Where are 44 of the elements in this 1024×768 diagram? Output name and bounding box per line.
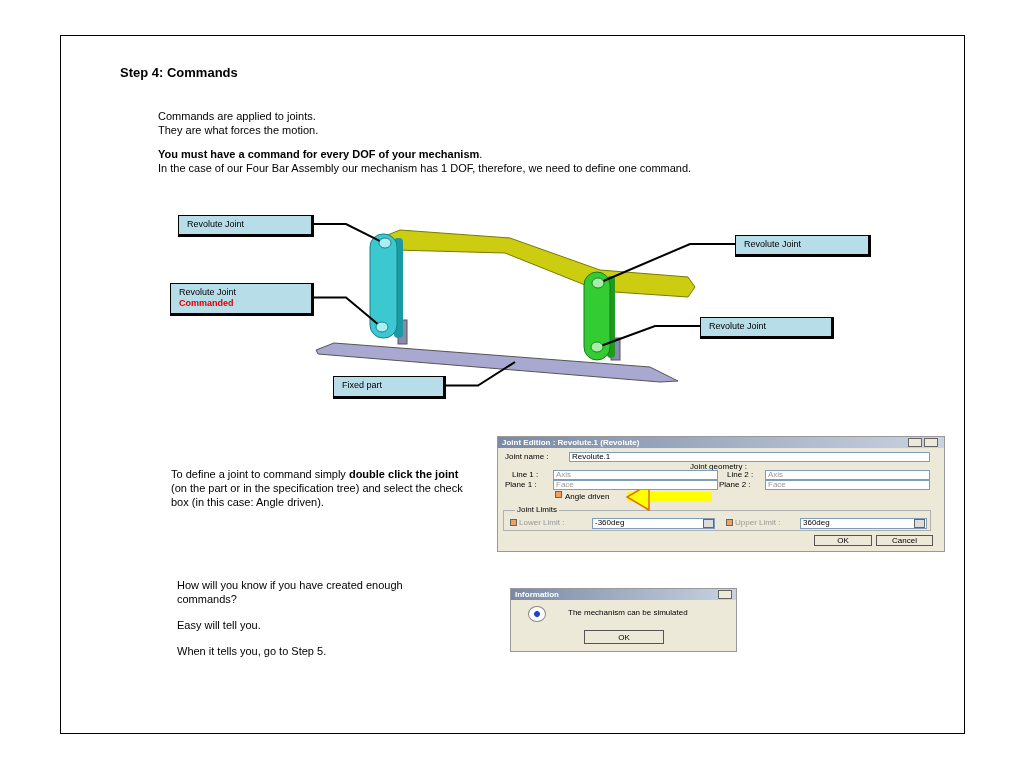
ok-button: OK (814, 535, 872, 546)
field-label: Plane 1 : (505, 480, 538, 490)
page-title: Step 4: Commands (120, 65, 239, 81)
pin-hole (591, 277, 605, 289)
cancel-button: Cancel (876, 535, 933, 546)
ok-button: OK (584, 630, 664, 644)
body-text: How will you know if you have created enough commands? (177, 578, 404, 606)
input-field: Revolute.1 (569, 452, 930, 462)
input-field: Axis (553, 470, 718, 480)
body-text: In the case of our Four Bar Assembly our mechanism has 1 DOF, therefore, we need to define one command. (158, 161, 693, 175)
body-text: Easy will tell you. (177, 618, 262, 632)
field-label: Plane 2 : (719, 480, 752, 490)
callout-box: Revolute Joint (700, 317, 834, 339)
input-field: Face (553, 480, 718, 490)
body-text: When it tells you, go to Step 5. (177, 644, 328, 658)
window-title: Joint Edition : Revolute.1 (Revolute) (502, 438, 640, 448)
input-field: Face (765, 480, 930, 490)
body-text: They are what forces the motion. (158, 123, 320, 137)
pin-hole (375, 321, 389, 333)
input-field: Axis (765, 470, 930, 480)
callout-box: Revolute Joint (178, 215, 314, 237)
input-field: 360deg (800, 518, 927, 529)
callout-box: Revolute Joint Commanded (170, 283, 314, 316)
body-text: You must have a command for every DOF of your mechanism. (158, 147, 484, 161)
pin-hole (378, 237, 392, 249)
leader-line (313, 223, 381, 242)
field-label: Upper Limit : (735, 518, 782, 528)
callout-box: Fixed part (333, 376, 446, 399)
field-label: Lower Limit : (519, 518, 566, 528)
field-label: Line 1 : (512, 470, 540, 480)
message-text: The mechanism can be simulated (568, 608, 689, 618)
window-title: Information (515, 590, 559, 600)
group-label: Joint Limits (515, 505, 559, 515)
field-label: Joint name : (505, 452, 550, 462)
body-text: Commands are applied to joints. (158, 109, 317, 123)
checkbox-label: Angle driven (565, 492, 625, 502)
instruction-text: To define a joint to command simply double click the joint (on the part or in the specification tree) and select the check box (in this case: Angle driven). (171, 467, 464, 509)
leader-line (445, 361, 516, 387)
pin-hole (590, 341, 604, 353)
base-plate (315, 342, 679, 383)
section-heading: Joint geometry : (690, 462, 748, 471)
input-field: -360deg (592, 518, 715, 529)
callout-box: Revolute Joint (735, 235, 871, 257)
field-label: Line 2 : (727, 470, 755, 480)
